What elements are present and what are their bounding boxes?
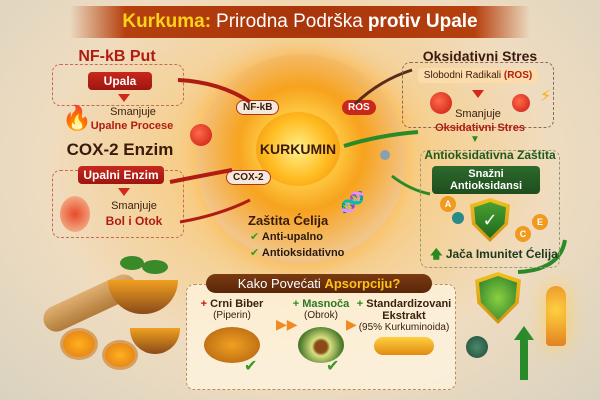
- human-figure-icon: [546, 286, 566, 346]
- cox-title: COX-2 Enzim: [66, 140, 174, 159]
- virus-icon: [190, 124, 212, 146]
- virus-icon: [466, 336, 488, 358]
- absorption-header: Kako Povećati Apsorpciju?: [206, 274, 432, 293]
- down-arrow-icon: [118, 188, 130, 196]
- ros-label: Slobodni Radikali (ROS): [418, 68, 538, 83]
- absorption-item-fat: + Masnoča (Obrok): [286, 298, 356, 363]
- absorption-item-pepper: + Crni Biber (Piperin): [190, 298, 274, 363]
- title-part2: Prirodna Podrška: [216, 11, 363, 32]
- reduce2-label: Smanjuje: [111, 200, 157, 212]
- up-arrow-shaft: [520, 340, 528, 380]
- virus-icon: [512, 94, 530, 112]
- check-icon: ✔: [250, 231, 260, 243]
- arrow-right-icon: ▶▶: [276, 316, 298, 332]
- benefit-item: ✔ Anti-upalno: [250, 231, 323, 243]
- avocado-oil-icon: [298, 327, 344, 363]
- lightning-icon: ⚡: [540, 88, 552, 105]
- cell-particle-icon: [380, 150, 390, 160]
- antioxidant-title: Antioksidativna Zaštita: [424, 148, 556, 162]
- arrow-right-icon: ▶: [346, 316, 357, 332]
- knee-joint-icon: [60, 196, 90, 232]
- reduce-ox-label: Smanjuje: [455, 108, 501, 120]
- vitamin-e-icon: E: [532, 214, 548, 230]
- absorption-item-extract: + Standardizovani Ekstrakt (95% Kurkumin…: [354, 298, 454, 355]
- tag-ros: ROS: [342, 100, 376, 115]
- tag-cox2: COX-2: [226, 170, 271, 185]
- pepper-turmeric-icon: [204, 327, 260, 363]
- reduce1-value: Upalne Procese: [90, 120, 174, 132]
- down-arrow-green-icon: ▼: [470, 134, 480, 145]
- reduce-ox-value: Oksidativni Stres: [435, 122, 525, 134]
- nfkb-title: NF-kB Put: [78, 48, 156, 65]
- down-arrow-icon: [118, 94, 130, 102]
- check-icon: ✔: [326, 358, 340, 375]
- capsule-icon: [374, 337, 434, 355]
- vitamin-a-icon: A: [440, 196, 456, 212]
- cox-pill: Upalni Enzim: [78, 166, 164, 184]
- antioxidant-pill: Snažni Antioksidansi: [432, 166, 540, 194]
- antioxidant-box: [420, 150, 560, 268]
- reduce2-value: Bol i Otok: [105, 214, 163, 228]
- kurkumin-core: KURKUMIN: [256, 112, 340, 186]
- title-banner: Kurkuma: Prirodna Podrška protiv Upale: [70, 6, 530, 38]
- down-arrow-icon: [472, 90, 484, 98]
- title-part3: protiv Upale: [367, 11, 478, 32]
- molecule-icon: [452, 212, 464, 224]
- fire-icon: 🔥: [62, 105, 92, 132]
- check-icon: ✔: [244, 358, 258, 375]
- immunity-label: 🡅 Jača Imunitet Ćelija: [430, 247, 558, 261]
- oxidative-title: Oksidativni Stres: [422, 48, 538, 64]
- vitamin-c-icon: C: [515, 226, 531, 242]
- dna-icon: 🧬: [340, 192, 365, 214]
- nfkb-pill: Upala: [88, 72, 152, 90]
- ros-virus-icon: [430, 92, 452, 114]
- benefit-item: ✔ Antioksidativno: [250, 247, 345, 259]
- turmeric-illustration: [30, 256, 180, 380]
- oxidative-box: [402, 62, 554, 128]
- nfkb-box: [52, 64, 184, 106]
- protection-title: Zaštita Ćelija: [248, 213, 329, 228]
- up-arrow-icon: [514, 326, 534, 340]
- check-icon: ✔: [250, 247, 260, 259]
- reduce1-label: Smanjuje: [110, 106, 156, 118]
- title-part1: Kurkuma:: [122, 11, 212, 32]
- tag-nfkb: NF-kB: [236, 100, 280, 115]
